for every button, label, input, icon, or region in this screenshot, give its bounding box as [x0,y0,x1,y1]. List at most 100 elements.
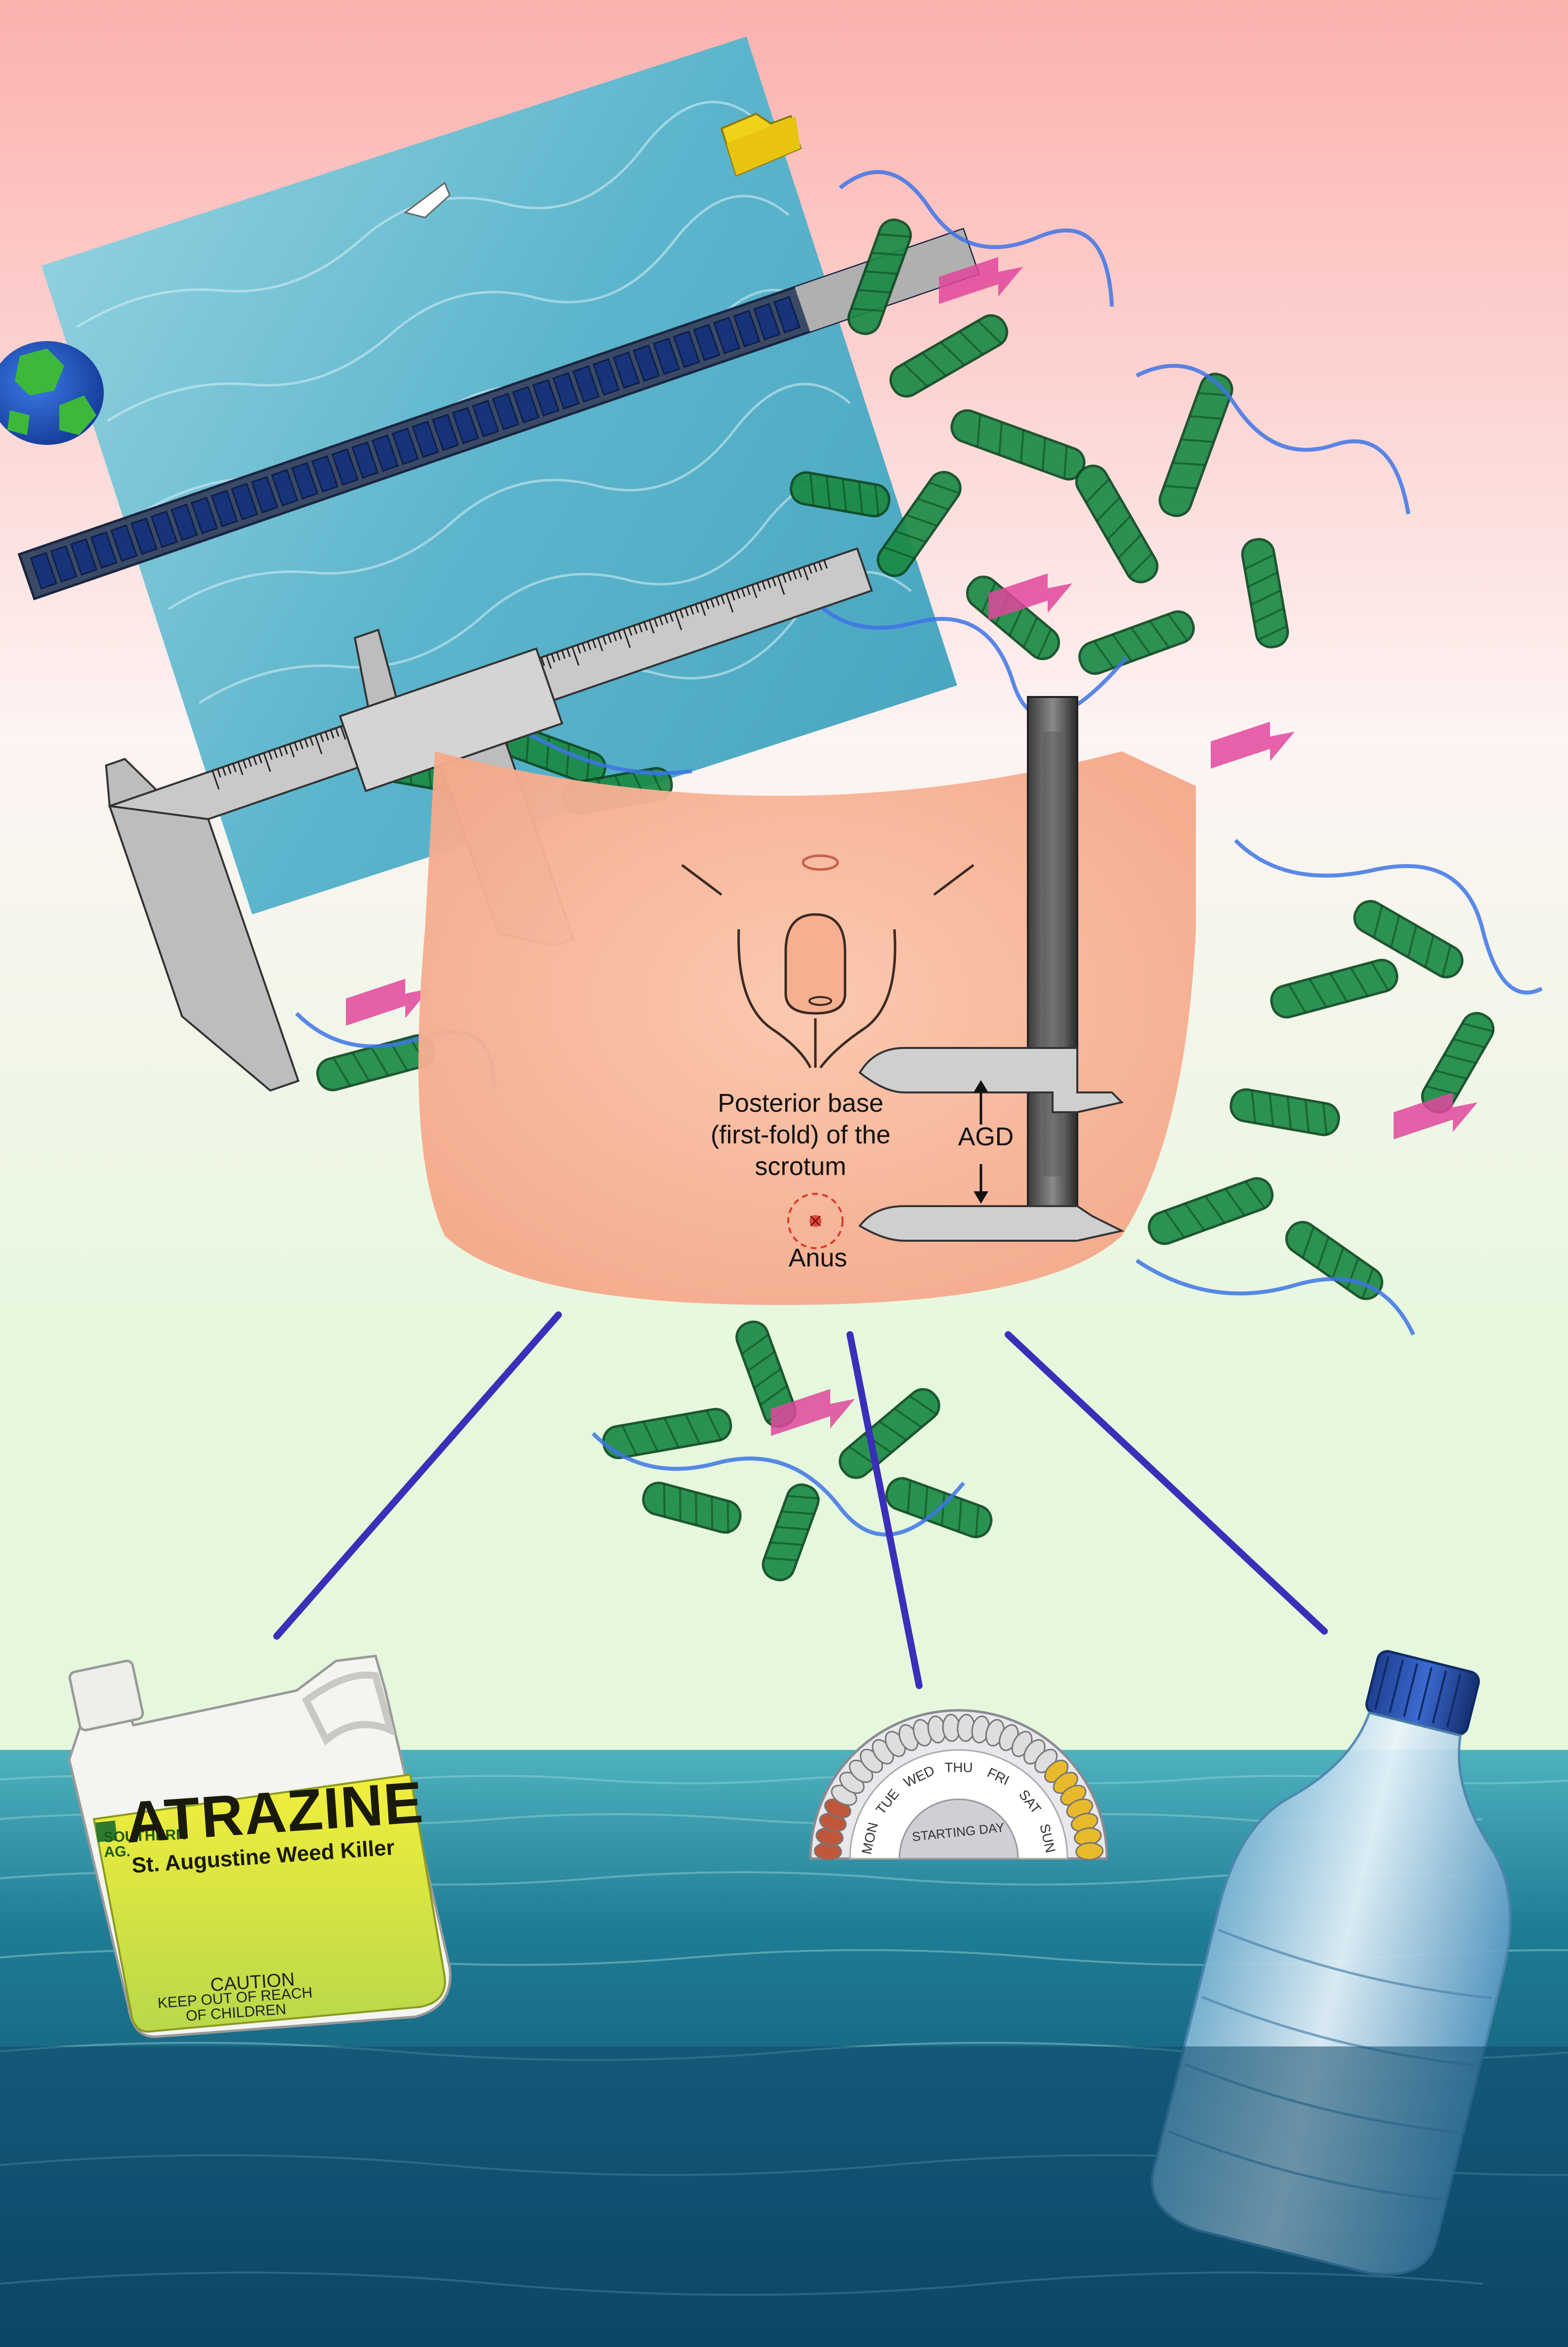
protein-helix [762,1483,820,1581]
solar-cell [371,434,399,472]
caliper-tick [268,751,273,760]
caliper-tick [319,733,324,742]
protein-helix [735,1320,797,1428]
protein-helix [790,471,890,518]
protein-loop [592,1432,966,1537]
protein-helix [847,218,912,335]
caliper-tick [237,761,244,776]
caliper-tick [216,768,221,778]
protein-sheet [771,1389,855,1436]
caliper-tick [294,742,298,751]
protein-helix [1078,610,1195,675]
solar-cell [593,358,620,396]
caliper-tick [674,611,682,630]
solar-cell [633,344,660,382]
body-diagram [418,751,1196,1305]
caliper-tick [541,657,545,666]
caliper-tick [746,586,751,596]
caliper-tick [798,568,802,578]
solar-cell [311,455,339,493]
caliper-tick [299,740,303,749]
caliper-tick [212,770,220,790]
protein-loop [1234,839,1543,995]
solar-cell [431,413,460,451]
solar-cell [693,323,720,361]
solar-cell [612,351,640,389]
caliper-tick [551,653,555,663]
caliper-tick [546,655,552,669]
caliper-tick [330,730,335,739]
protein-helix [1270,958,1398,1019]
caliper-tick [340,726,346,740]
caliper-tick [679,609,684,618]
caliper-tick [592,639,596,649]
caliper-tick [612,632,617,642]
protein-helix [1241,538,1289,649]
caliper-tick [325,731,329,740]
atrazine-jug [68,1654,452,2038]
caliper-tick [571,646,580,666]
caliper-tick [756,582,761,592]
protein-sheet [1211,722,1295,769]
solar-cell [30,552,57,590]
solar-cell [331,448,359,486]
boat-icon [403,181,451,218]
caliper-tick [725,593,734,613]
caliper-tick [792,570,797,579]
caliper-tick [587,641,592,651]
protein-helix [1229,1088,1340,1136]
caliper-tick [653,618,658,627]
caliper-tick [633,625,638,634]
caliper-tick [602,636,607,645]
anus-label: Anus [788,1244,848,1272]
caliper-tick [823,560,828,569]
solar-cell [130,517,158,555]
caliper-tick [232,763,237,773]
caliper-tick [669,612,674,622]
penis-outline [784,913,847,1015]
solar-cell [150,510,178,548]
caliper-tick [263,752,271,772]
caliper-tick [813,563,818,572]
protein-helix [1353,900,1464,979]
caliper-tick [222,767,226,776]
caliper-tick [278,747,283,756]
solar-cell [251,476,279,514]
caliper-tick [730,591,735,601]
caliper-tick [751,584,758,598]
caliper-tick [741,588,746,597]
solar-cell [572,365,600,403]
protein-helix [602,1408,732,1459]
anus-marker [787,1193,844,1249]
solar-cell [653,337,680,375]
solar-cell [110,524,138,562]
sea-overlay [0,2046,1568,2347]
solar-cell [412,420,439,458]
caliper-tick [736,590,741,599]
caliper-tick [597,637,603,652]
solar-cell [773,296,801,334]
solar-cell [271,469,298,507]
caliper-tick [289,743,295,758]
protein-helix [877,471,962,577]
protein-sheet [1394,1092,1478,1139]
caliper-tick [638,623,643,633]
caliper-tick [684,608,689,617]
caliper-tick [700,602,706,616]
caliper-tick [576,645,581,654]
solar-cell [512,386,540,424]
posterior-base-label: Posterior base (first-fold) of the scrot… [710,1089,891,1181]
caliper-tick [772,577,776,587]
caliper-tick [607,634,612,643]
caliper-tick [314,735,323,754]
protein-loop [1136,364,1410,515]
folder-icon [720,112,802,177]
solar-cell [291,462,319,500]
caliper-tick [664,614,669,624]
solar-cell [351,441,379,479]
pill-pack [809,1709,1108,1861]
caliper-tick [766,579,771,588]
caliper-tick [309,737,314,746]
solar-cell [391,427,419,465]
caliper-tick [582,643,587,652]
